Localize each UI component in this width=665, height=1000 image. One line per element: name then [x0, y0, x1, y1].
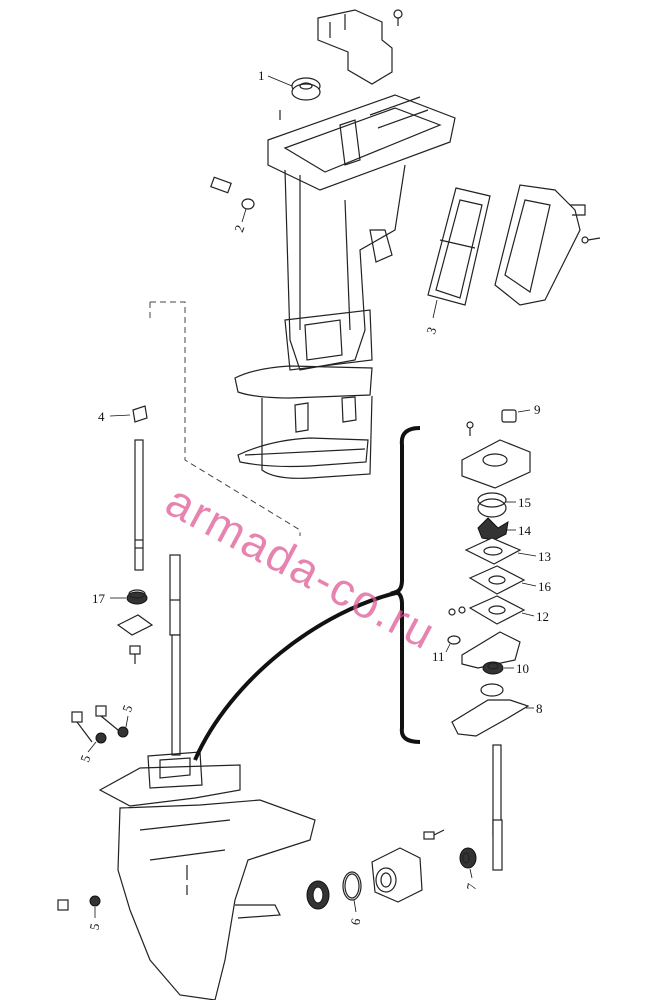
callout-6: 6 — [347, 917, 363, 926]
part-12-gasket: 12 — [448, 595, 549, 625]
pump-housing — [461, 421, 531, 489]
assembly-guide-line — [150, 301, 301, 536]
part-9-seal: 9 — [501, 402, 541, 423]
part-7-bushing: 7 — [459, 847, 479, 891]
part-5-bolts: 5 5 — [71, 703, 135, 764]
callout-3: 3 — [423, 325, 439, 336]
part-16-plate: 16 — [468, 565, 552, 595]
part-2-bolt-washer: 2 — [210, 176, 255, 234]
callout-5-lower: 5 — [86, 922, 102, 931]
part-6-o-ring: 6 — [306, 871, 363, 926]
callout-4: 4 — [98, 409, 105, 424]
part-14-impeller: 14 — [477, 517, 532, 541]
part-3-gasket: 3 — [423, 187, 491, 336]
part-10-bearing: 10 — [480, 661, 529, 697]
callout-7: 7 — [463, 882, 479, 891]
lower-gearcase — [98, 751, 316, 1000]
callout-10: 10 — [516, 661, 529, 676]
callout-13: 13 — [538, 549, 551, 564]
part-4-seal: 4 — [98, 405, 148, 424]
callout-12: 12 — [536, 609, 549, 624]
part-8-base-plate: 8 — [451, 699, 543, 737]
drive-shaft-left — [134, 439, 144, 571]
callout-9: 9 — [534, 402, 541, 417]
callout-15: 15 — [518, 495, 531, 510]
callout-5-mid: 5 — [77, 753, 93, 764]
callout-8: 8 — [536, 701, 543, 716]
part-13-gasket: 13 — [464, 537, 551, 565]
callout-11: 11 — [432, 649, 445, 664]
upper-casing — [234, 9, 456, 479]
callout-14: 14 — [518, 523, 532, 538]
part-15-insert: 15 — [477, 492, 531, 518]
callout-2: 2 — [231, 223, 247, 234]
pump-group-bracket — [389, 426, 421, 744]
part-5-lower: 5 — [57, 895, 102, 931]
callout-1: 1 — [258, 68, 265, 83]
part-1-bushing: 1 — [258, 68, 321, 101]
propshaft-housing — [371, 829, 445, 903]
bracket-part — [494, 184, 601, 306]
drive-shaft-center — [169, 554, 181, 756]
drive-shaft-right — [492, 744, 503, 871]
callout-5-upper: 5 — [119, 703, 135, 714]
part-17-mount: 17 — [92, 589, 154, 664]
callout-16: 16 — [538, 579, 552, 594]
part-11-pin: 11 — [432, 631, 521, 669]
callout-17: 17 — [92, 591, 106, 606]
assembly-lead-line — [193, 590, 401, 761]
